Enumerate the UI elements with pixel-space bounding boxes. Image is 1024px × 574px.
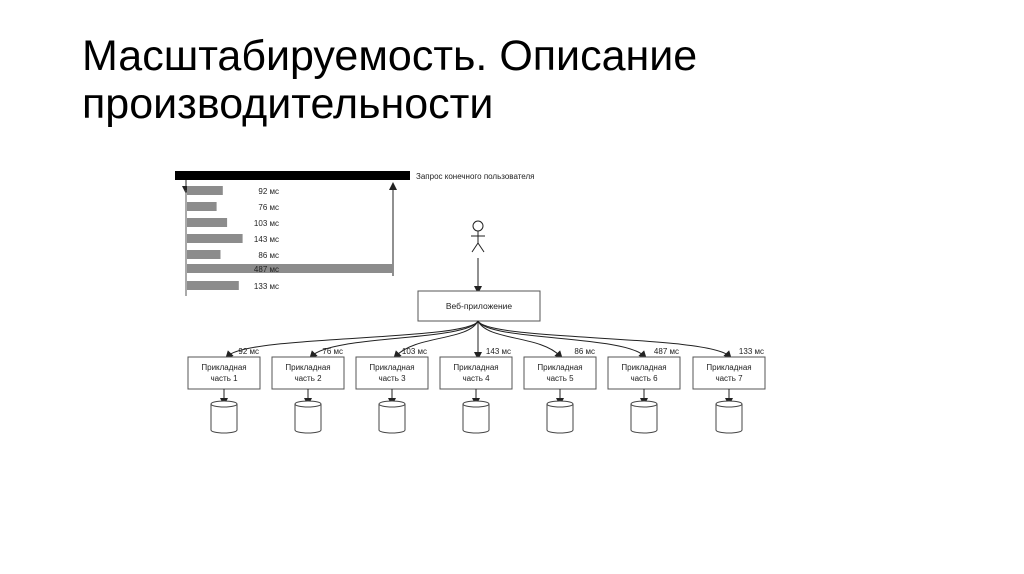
database-top bbox=[210, 400, 238, 408]
latency-bar-label: 143 мс bbox=[254, 235, 279, 244]
latency-bars: 92 мс 76 мс 103 мс 143 мс 86 мс 487 мс 133 мс bbox=[187, 186, 393, 291]
database-icon bbox=[715, 400, 743, 434]
backend-label-line-2: часть 5 bbox=[546, 374, 574, 383]
backend-latency-label: 92 мс bbox=[238, 347, 259, 356]
backend-latency-label: 103 мс bbox=[402, 347, 427, 356]
backend-label-line-2: часть 3 bbox=[378, 374, 406, 383]
backend-label-line-1: Прикладная bbox=[285, 363, 330, 372]
database-icon bbox=[546, 400, 574, 434]
request-arrow bbox=[477, 320, 563, 359]
database-top bbox=[294, 400, 322, 408]
latency-bar bbox=[187, 264, 393, 273]
request-arrow bbox=[477, 320, 732, 359]
request-arrow bbox=[393, 320, 479, 359]
web-app-box bbox=[417, 290, 541, 322]
database-top bbox=[546, 400, 574, 408]
backend-box bbox=[271, 356, 345, 390]
backend-label-line-1: Прикладная bbox=[369, 363, 414, 372]
latency-bar-label: 76 мс bbox=[258, 203, 279, 212]
backend-label-line-1: Прикладная bbox=[706, 363, 751, 372]
backend-box bbox=[355, 356, 429, 390]
request-label: Запрос конечного пользователя bbox=[416, 172, 534, 181]
database-icon bbox=[462, 400, 490, 434]
backend-latency-label: 487 мс bbox=[654, 347, 679, 356]
database-icon bbox=[378, 400, 406, 434]
backend-service: 487 мс Прикладная часть 6 bbox=[477, 320, 681, 434]
latency-bar bbox=[187, 281, 239, 290]
backend-service: 86 мс Прикладная часть 5 bbox=[477, 320, 597, 434]
latency-bar bbox=[187, 202, 217, 211]
backend-latency-label: 76 мс bbox=[322, 347, 343, 356]
backend-box bbox=[439, 356, 513, 390]
database-body bbox=[294, 404, 322, 434]
slide-title-line-2: производительности bbox=[82, 80, 494, 128]
latency-bar-label: 86 мс bbox=[258, 251, 279, 260]
backend-latency-label: 133 мс bbox=[739, 347, 764, 356]
database-icon bbox=[210, 400, 238, 434]
slide-title: Масштабируемость. Описание производитель… bbox=[82, 32, 697, 128]
backend-label-line-2: часть 6 bbox=[630, 374, 658, 383]
backend-latency-label: 86 мс bbox=[574, 347, 595, 356]
database-body bbox=[630, 404, 658, 434]
latency-bar-label: 103 мс bbox=[254, 219, 279, 228]
latency-bar bbox=[187, 186, 223, 195]
latency-bar-label: 487 мс bbox=[254, 265, 279, 274]
backend-services: 92 мс Прикладная часть 1 76 мс Прикладная час… bbox=[187, 320, 766, 434]
request-arrow bbox=[309, 320, 479, 359]
backend-box bbox=[692, 356, 766, 390]
backend-label-line-2: часть 7 bbox=[715, 374, 743, 383]
database-body bbox=[546, 404, 574, 434]
request-bar bbox=[175, 171, 410, 180]
slide-title-line-1: Масштабируемость. Описание bbox=[82, 32, 698, 80]
latency-bar-label: 133 мс bbox=[254, 282, 279, 291]
backend-box bbox=[607, 356, 681, 390]
request-arrow bbox=[477, 320, 647, 359]
database-icon bbox=[630, 400, 658, 434]
database-top bbox=[462, 400, 490, 408]
latency-bar bbox=[187, 250, 221, 259]
backend-label-line-2: часть 1 bbox=[210, 374, 238, 383]
database-icon bbox=[294, 400, 322, 434]
backend-service: 133 мс Прикладная часть 7 bbox=[477, 320, 766, 434]
backend-label-line-1: Прикладная bbox=[201, 363, 246, 372]
backend-label-line-1: Прикладная bbox=[621, 363, 666, 372]
web-app-label: Веб-приложение bbox=[446, 301, 513, 311]
backend-service: 76 мс Прикладная часть 2 bbox=[271, 320, 479, 434]
database-top bbox=[715, 400, 743, 408]
backend-label-line-2: часть 4 bbox=[462, 374, 490, 383]
database-body bbox=[462, 404, 490, 434]
backend-latency-label: 143 мс bbox=[486, 347, 511, 356]
backend-service: 92 мс Прикладная часть 1 bbox=[187, 320, 479, 434]
backend-box bbox=[523, 356, 597, 390]
database-top bbox=[630, 400, 658, 408]
database-top bbox=[378, 400, 406, 408]
backend-service: 103 мс Прикладная часть 3 bbox=[355, 320, 479, 434]
latency-bar bbox=[187, 234, 243, 243]
database-body bbox=[715, 404, 743, 434]
request-arrow bbox=[225, 320, 479, 359]
backend-box bbox=[187, 356, 261, 390]
latency-bar-label: 92 мс bbox=[258, 187, 279, 196]
database-body bbox=[210, 404, 238, 434]
latency-bar bbox=[187, 218, 228, 227]
backend-label-line-1: Прикладная bbox=[453, 363, 498, 372]
database-body bbox=[378, 404, 406, 434]
backend-service: 143 мс Прикладная часть 4 bbox=[439, 321, 513, 434]
backend-label-line-2: часть 2 bbox=[294, 374, 322, 383]
user-icon bbox=[471, 220, 485, 253]
backend-label-line-1: Прикладная bbox=[537, 363, 582, 372]
